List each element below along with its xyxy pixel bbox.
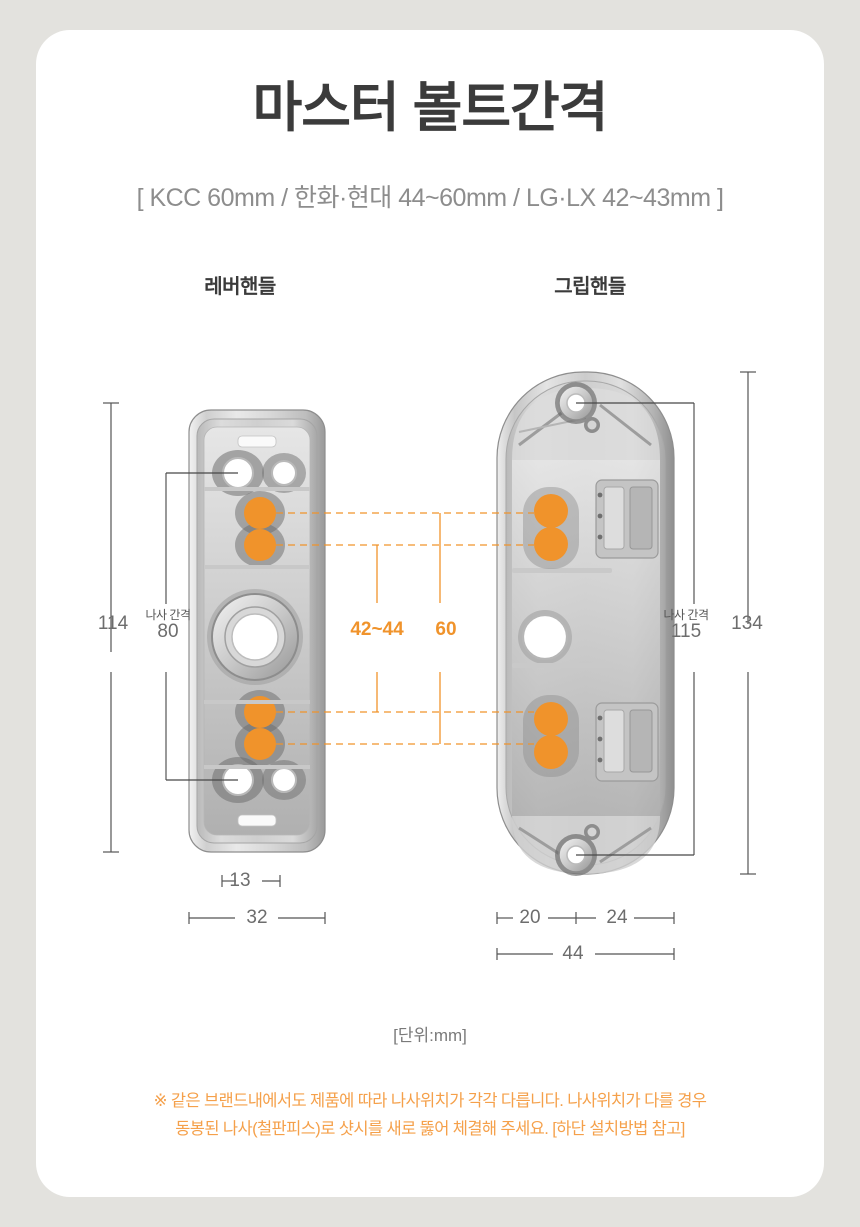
dimension-grip-width-left: 20 xyxy=(519,907,541,928)
dimension-bolt-gap-single: 60 xyxy=(435,619,457,640)
dimension-lever-total-height: 114 xyxy=(97,613,129,634)
dimension-lever-screw-spacing: 나사 간격 80 xyxy=(130,609,206,642)
dimension-grip-total-width: 44 xyxy=(562,943,584,964)
unit-note: [단위:mm] xyxy=(393,1026,467,1045)
page-title: 마스터 볼트간격 xyxy=(252,78,609,138)
dimension-lever-total-width: 32 xyxy=(246,907,268,928)
dimension-lever-screw-value: 80 xyxy=(157,620,179,642)
section-label-lever-handle: 레버핸들 xyxy=(204,276,276,298)
dimension-grip-width-right: 24 xyxy=(606,907,628,928)
section-label-grip-handle: 그립핸들 xyxy=(554,276,626,298)
installation-notice: ※ 같은 브랜드내에서도 제품에 따라 나사위치가 각각 다릅니다. 나사위치가… xyxy=(60,1087,800,1144)
dimension-bolt-gap-range: 42~44 xyxy=(350,619,404,640)
dimension-lever-screw-caption: 나사 간격 xyxy=(145,608,192,622)
dimension-grip-screw-caption: 나사 간격 xyxy=(663,608,710,622)
product-spec-card xyxy=(36,30,824,1197)
brand-spec-subtitle: [ KCC 60mm / 한화·현대 44~60mm / LG·LX 42~43… xyxy=(136,184,724,212)
dimension-grip-total-height: 134 xyxy=(731,613,763,634)
dimension-grip-screw-value: 115 xyxy=(670,620,702,642)
notice-line-1: ※ 같은 브랜드내에서도 제품에 따라 나사위치가 각각 다릅니다. 나사위치가… xyxy=(153,1092,707,1110)
notice-line-2: 동봉된 나사(철판피스)로 샷시를 새로 뚫어 체결해 주세요. [하단 설치방… xyxy=(175,1120,685,1139)
dimension-lever-inner-width: 13 xyxy=(229,870,251,891)
dimension-grip-screw-spacing: 나사 간격 115 xyxy=(648,609,724,642)
